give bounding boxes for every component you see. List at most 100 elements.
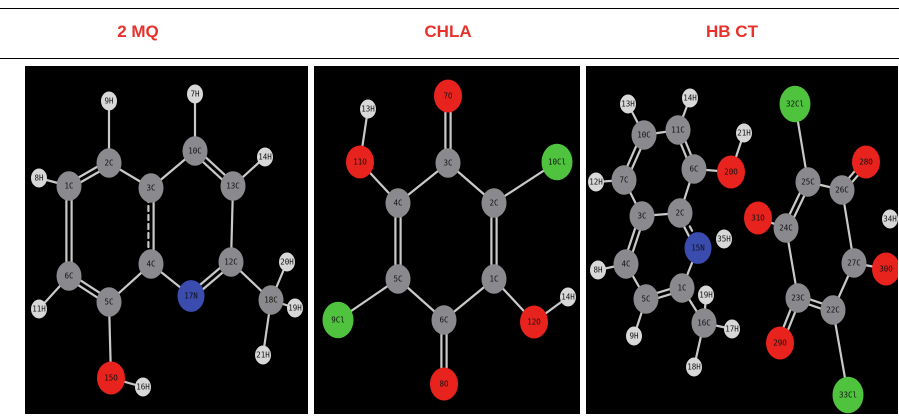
carbon-atom-1C: 1C [669, 273, 695, 303]
nitrogen-atom-15N: 15N [684, 232, 712, 264]
hydrogen-atom-16H: 16H [135, 377, 151, 397]
carbon-atom-5C: 5C [96, 287, 122, 317]
nitrogen-atom-17N: 17N [177, 280, 205, 312]
atom-label: 16C [697, 319, 711, 328]
atom-label: 2C [104, 159, 113, 168]
bond-6C-1C [65, 184, 73, 278]
atom-label: 5C [104, 298, 113, 307]
carbon-atom-12C: 12C [218, 247, 244, 277]
atom-label: 15O [104, 374, 118, 383]
carbon-atom-11C: 11C [665, 115, 691, 145]
atom-label: 1C [677, 284, 686, 293]
atom-label: 17H [725, 325, 739, 334]
carbon-atom-4C: 4C [138, 249, 164, 279]
atom-label: 30O [879, 265, 893, 274]
atom-label: 13C [226, 182, 240, 191]
atoms: 1C2C3C4C5C6C7C8H9H10C11C12H13H14H15N16C1… [588, 85, 898, 414]
hydrogen-atom-14H: 14H [257, 147, 273, 167]
atom-label: 7O [443, 92, 453, 101]
atom-label: 10C [188, 147, 202, 156]
atom-label: 24C [779, 224, 793, 233]
atom-label: 18C [264, 296, 278, 305]
hydrogen-atom-18H: 18H [686, 357, 702, 377]
carbon-atom-5C: 5C [633, 284, 659, 314]
carbon-atom-6C: 6C [431, 305, 457, 335]
molecule-hbct: 1C2C3C4C5C6C7C8H9H10C11C12H13H14H15N16C1… [588, 85, 898, 414]
atom-label: 6C [64, 272, 73, 281]
atom-label: 13H [361, 105, 375, 114]
atom-label: 13H [621, 100, 635, 109]
oxygen-atom-29O: 29O [766, 326, 794, 360]
atom-label: 14H [683, 94, 697, 103]
atom-label: 11O [353, 158, 367, 167]
hydrogen-atom-14H: 14H [560, 287, 576, 307]
atom-label: 2C [675, 209, 684, 218]
title-2mq: 2 MQ [117, 22, 159, 41]
atom-label: 35H [717, 235, 731, 244]
hydrogen-atom-17H: 17H [724, 319, 740, 339]
atom-label: 9H [104, 97, 114, 106]
carbon-atom-25C: 25C [795, 167, 821, 197]
carbon-atom-3C: 3C [629, 201, 655, 231]
carbon-atom-18C: 18C [258, 285, 284, 315]
carbon-atom-3C: 3C [138, 173, 164, 203]
atom-label: 12H [589, 178, 603, 187]
atom-label: 21H [737, 129, 751, 138]
atom-label: 10Cl [548, 158, 566, 167]
atom-label: 26C [835, 186, 849, 195]
atom-label: 9Cl [331, 316, 345, 325]
atom-label: 22C [826, 306, 840, 315]
hydrogen-atom-34H: 34H [882, 209, 898, 229]
atom-label: 32Cl [786, 100, 804, 109]
chlorine-atom-9Cl: 9Cl [322, 301, 354, 339]
atoms: 1C2C3C4C5C6C7H8H9H10C11H12C13C14H15O16H1… [31, 84, 303, 397]
carbon-atom-1C: 1C [481, 264, 507, 294]
atom-label: 8O [439, 380, 449, 389]
atom-label: 31O [751, 214, 765, 223]
atom-label: 20H [280, 258, 294, 267]
hydrogen-atom-8H: 8H [31, 168, 47, 188]
carbon-atom-2C: 2C [96, 148, 122, 178]
atom-label: 7C [619, 176, 628, 185]
title-chla: CHLA [424, 22, 472, 41]
atom-label: 8H [34, 174, 44, 183]
atom-label: 28O [859, 158, 873, 167]
carbon-atom-4C: 4C [385, 188, 411, 218]
carbon-atom-22C: 22C [820, 295, 846, 325]
atom-label: 25C [801, 178, 815, 187]
carbon-atom-26C: 26C [829, 175, 855, 205]
atom-label: 5C [641, 295, 650, 304]
hydrogen-atom-13H: 13H [620, 94, 636, 114]
atom-label: 14H [258, 153, 272, 162]
atom-label: 4C [621, 260, 630, 269]
atom-label: 10C [637, 131, 651, 140]
atom-label: 1C [489, 275, 498, 284]
atom-label: 19H [699, 291, 713, 300]
atom-label: 15N [691, 244, 705, 253]
atom-label: 5C [393, 275, 402, 284]
atom-label: 12C [224, 258, 238, 267]
atom-label: 9H [629, 332, 639, 341]
carbon-atom-5C: 5C [385, 264, 411, 294]
carbon-atom-13C: 13C [220, 171, 246, 201]
atom-label: 3C [637, 212, 646, 221]
atom-label: 11C [671, 126, 685, 135]
hydrogen-atom-21H: 21H [255, 345, 271, 365]
hydrogen-atom-35H: 35H [716, 229, 732, 249]
atom-label: 14H [561, 293, 575, 302]
carbon-atom-6C: 6C [56, 261, 82, 291]
atom-label: 33Cl [839, 391, 857, 400]
hydrogen-atom-14H: 14H [682, 88, 698, 108]
atom-label: 12O [527, 318, 541, 327]
atom-label: 1C [64, 182, 73, 191]
carbon-atom-16C: 16C [691, 308, 717, 338]
bonds [37, 92, 297, 389]
hydrogen-atom-7H: 7H [187, 84, 203, 104]
chlorine-atom-33Cl: 33Cl [832, 376, 864, 414]
chlorine-atom-32Cl: 32Cl [779, 85, 811, 123]
atom-label: 6C [439, 316, 448, 325]
oxygen-atom-15O: 15O [97, 361, 125, 395]
carbon-atom-1C: 1C [56, 171, 82, 201]
atom-label: 29O [773, 339, 787, 348]
